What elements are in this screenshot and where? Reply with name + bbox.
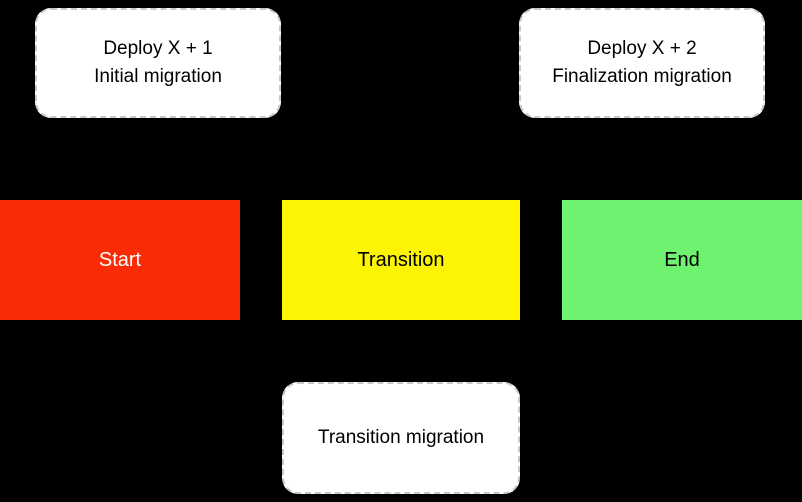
note-transition-migration-line-1: Transition migration [317,427,485,449]
note-deploy-x1-line-1: Deploy X + 1 [103,38,213,60]
stage-start: Start [0,200,240,320]
note-deploy-x1: Deploy X + 1 Initial migration [35,8,281,118]
note-transition-migration: Transition migration [282,382,520,494]
note-deploy-x2-line-2: Finalization migration [552,66,732,87]
stage-end-label: End [664,248,700,271]
stage-start-label: Start [98,248,142,271]
stage-end: End [562,200,802,320]
note-deploy-x2-line-1: Deploy X + 2 [587,38,697,60]
note-deploy-x2: Deploy X + 2 Finalization migration [519,8,765,118]
stage-transition: Transition [282,200,520,320]
note-deploy-x1-line-2: Initial migration [94,66,222,87]
stage-transition-label: Transition [357,248,445,271]
